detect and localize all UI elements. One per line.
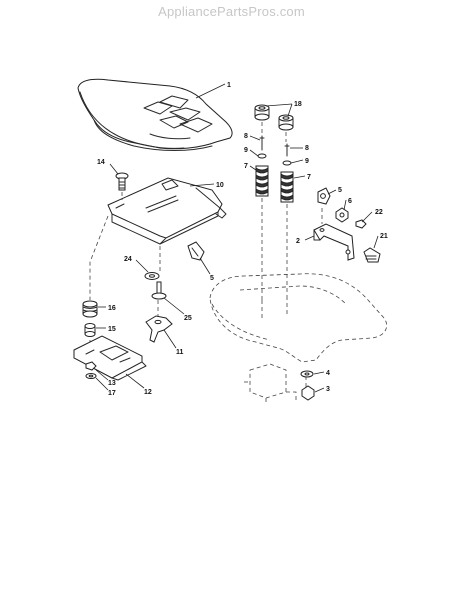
stud-25 [151,281,167,300]
callout-18: 18 [294,101,302,108]
clip-5-right [317,187,331,205]
callout-4: 4 [326,370,330,377]
nut-13 [85,361,97,371]
seat-pan-bracket [107,177,227,245]
bolt-21 [363,247,381,263]
bushing-18-right [278,114,294,131]
bushing-18-left [254,104,270,121]
bracket-2 [313,223,355,261]
callout-9-left: 9 [244,147,248,154]
spring-7-left [255,165,269,197]
spring-7-right [280,171,294,203]
bushing-15 [84,323,96,337]
callout-12: 12 [144,389,152,396]
bolt-3 [301,385,315,401]
callout-6: 6 [348,198,352,205]
callout-25: 25 [184,315,192,322]
nut-6 [335,207,349,223]
washer-9-left [257,153,267,159]
callout-14: 14 [97,159,105,166]
watermark: AppliancePartsPros.com [158,4,305,19]
callout-11: 11 [176,349,184,356]
callout-1: 1 [227,82,231,89]
callout-8-left: 8 [244,133,248,140]
spring-16 [82,300,98,318]
callout-16: 16 [108,305,116,312]
bolt-14 [115,172,129,191]
washer-9-right [282,160,292,166]
callout-17: 17 [108,390,116,397]
callout-24: 24 [124,256,132,263]
callout-5-right: 5 [338,187,342,194]
callout-15: 15 [108,326,116,333]
callout-9-right: 9 [305,158,309,165]
callout-5-left: 5 [210,275,214,282]
nut-22 [355,219,367,229]
leader-lines [95,83,379,393]
clip-5-left [187,241,205,261]
callout-labels: 1 18 8 8 9 9 7 7 14 10 5 6 22 2 21 24 5 … [97,82,388,397]
washer-24 [144,272,160,280]
callout-13: 13 [108,380,116,387]
slide-plate-12 [73,335,147,381]
knob-11 [145,315,173,343]
callout-21: 21 [380,233,388,240]
washer-17 [85,373,97,379]
callout-2: 2 [296,238,300,245]
pin-8-right [284,143,290,157]
callout-22: 22 [375,209,383,216]
callout-3: 3 [326,386,330,393]
fender-frame [209,273,388,404]
callout-7-left: 7 [244,163,248,170]
callout-10: 10 [216,182,224,189]
callout-8-right: 8 [305,145,309,152]
washer-4-hole [304,372,310,376]
callout-7-right: 7 [307,174,311,181]
seat-cushion [77,78,233,151]
pin-8-left [259,135,265,151]
